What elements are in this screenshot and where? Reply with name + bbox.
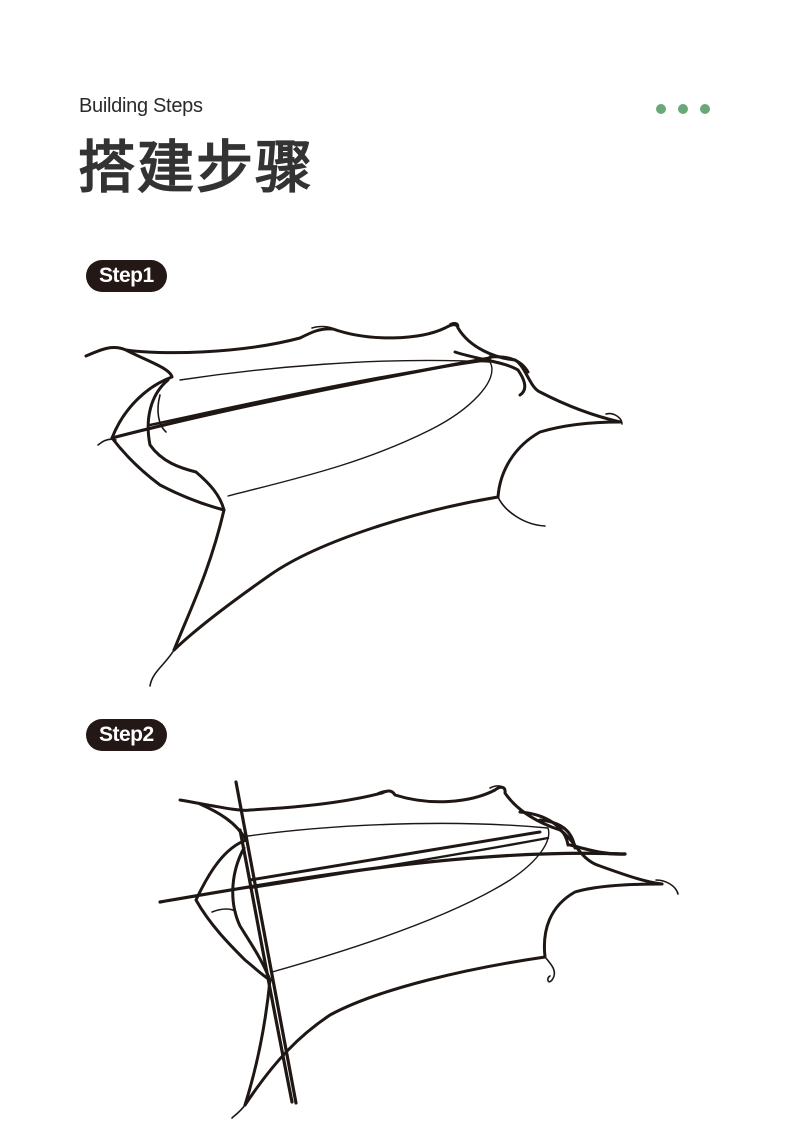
pole-left <box>234 780 298 1105</box>
page-title: 搭建步骤 <box>78 135 314 201</box>
pole-right <box>568 843 627 856</box>
decorative-dots <box>656 104 710 114</box>
awning-bottom-edge <box>172 495 500 652</box>
header-subtitle: Building Steps <box>79 95 203 117</box>
step1-badge: Step1 <box>86 260 167 292</box>
dot-icon <box>700 104 710 114</box>
dot-icon <box>678 104 688 114</box>
awning-top-edge <box>84 323 622 424</box>
pole-left-2 <box>238 828 294 1104</box>
dot-icon <box>656 104 666 114</box>
step2-badge: Step2 <box>86 719 167 751</box>
